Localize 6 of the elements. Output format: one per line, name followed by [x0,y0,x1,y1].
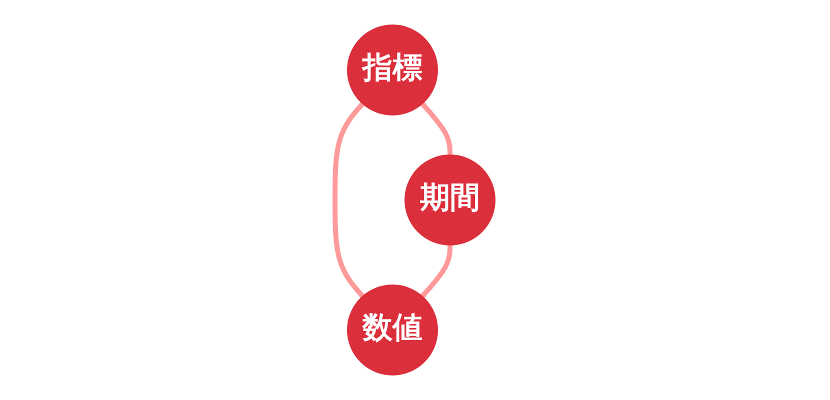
node-circle: 期間 [404,154,496,246]
node-circle: 数値 [347,284,438,376]
connector [420,245,452,298]
connector [420,102,452,155]
node-circle: 指標 [347,24,438,116]
connector [332,102,365,298]
